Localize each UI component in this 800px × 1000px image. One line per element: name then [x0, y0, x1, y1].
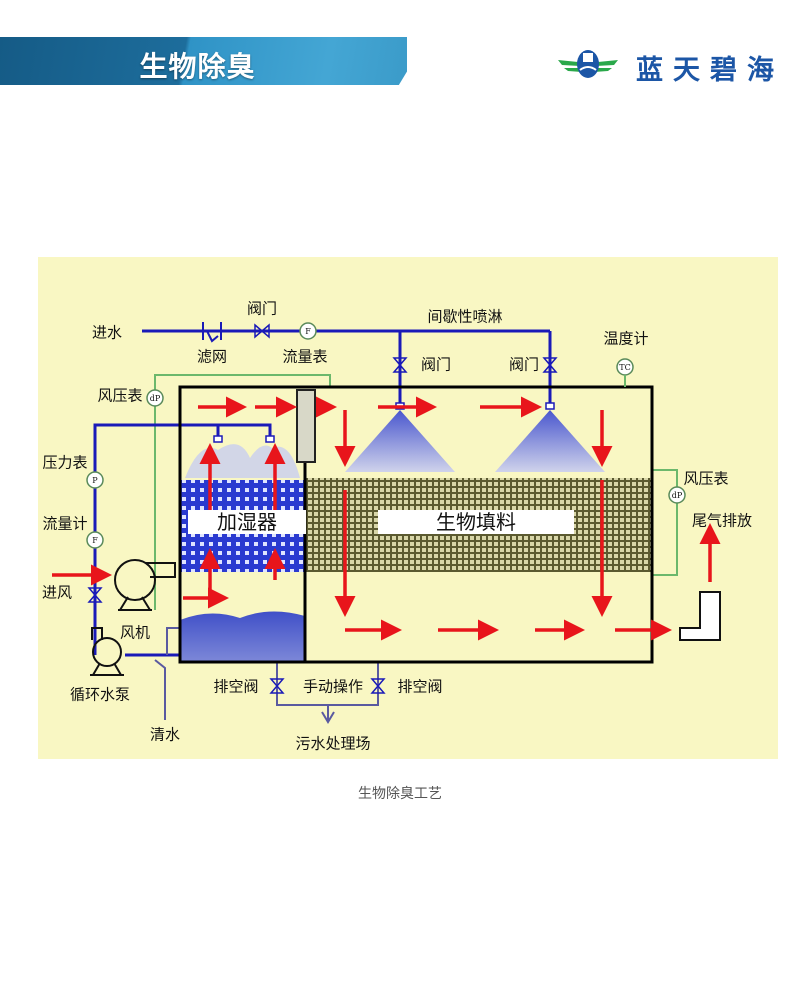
tc-gauge-symbol: TC	[619, 363, 630, 372]
spray-cone	[495, 410, 605, 472]
spray-cone	[345, 410, 455, 472]
circulation-pump-label: 循环水泵	[69, 685, 131, 704]
brand-logo: 蓝天碧海	[556, 46, 796, 86]
logo-text: 蓝天碧海	[636, 55, 784, 86]
airflow-arrow	[52, 396, 721, 641]
drain-valve-label: 排空阀	[213, 677, 259, 696]
exhaust-label: 尾气排放	[691, 511, 753, 530]
drain-pipe	[154, 627, 379, 724]
valve-label: 阀门	[420, 355, 452, 374]
figure-caption: 生物除臭工艺	[358, 786, 442, 802]
gauge-icon	[86, 322, 686, 549]
fan-label: 风机	[119, 623, 151, 642]
reactor-vessel	[178, 385, 654, 664]
humidifier-label: 加湿器	[188, 510, 306, 534]
mist-eliminator	[296, 389, 316, 463]
exhaust-stack	[679, 591, 721, 641]
bio-deodorization-diagram: F dP TC P F dP	[38, 257, 778, 759]
dp-gauge-symbol: dP	[672, 491, 683, 500]
valve-label: 阀门	[508, 355, 540, 374]
page-title: 生物除臭	[139, 50, 256, 83]
water-tank	[180, 611, 305, 662]
air-in-label: 进风	[41, 583, 73, 602]
valve-icon	[87, 323, 558, 694]
bio-packing-label: 生物填料	[378, 510, 574, 534]
filter-label: 滤网	[196, 347, 228, 366]
valve-label: 阀门	[246, 299, 278, 318]
filter-icon	[202, 322, 222, 343]
manual-operation-label: 手动操作	[302, 677, 364, 696]
water-in-label: 进水	[91, 323, 123, 342]
flow-meter-label: 流量表	[282, 347, 328, 366]
flow-gauge-symbol: F	[305, 327, 311, 336]
intermittent-spray-label: 间歇性喷淋	[427, 307, 503, 326]
thermometer-label: 温度计	[603, 329, 649, 348]
flow-gauge-symbol: F	[92, 536, 98, 545]
clean-water-label: 清水	[149, 725, 181, 744]
logo-emblem-icon	[558, 50, 618, 78]
title-banner: 生物除臭	[0, 37, 407, 85]
dp-gauge-symbol: dP	[150, 394, 161, 403]
pump-icon	[90, 627, 124, 676]
air-pressure-line	[154, 374, 678, 610]
fan-icon	[114, 559, 176, 611]
air-pressure-gauge-label: 风压表	[97, 386, 143, 405]
sewage-plant-label: 污水处理场	[295, 734, 371, 753]
air-pressure-gauge-label: 风压表	[683, 469, 729, 488]
pressure-gauge-label: 压力表	[42, 453, 88, 472]
pressure-gauge-symbol: P	[92, 476, 98, 485]
drain-valve-label: 排空阀	[397, 677, 443, 696]
flow-meter-label: 流量计	[42, 514, 88, 533]
